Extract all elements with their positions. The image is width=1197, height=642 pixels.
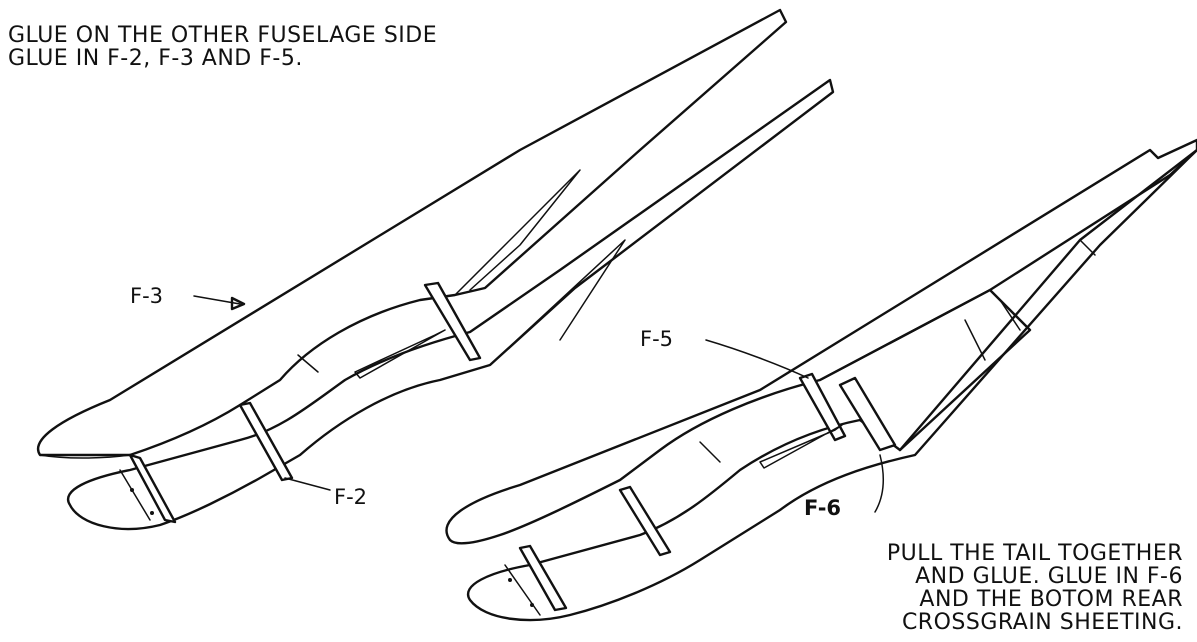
left-upper-side: [37, 8, 788, 457]
former-f2: [238, 401, 294, 482]
former-f5: [798, 372, 847, 442]
instruction-top-line-1: GLUE ON THE OTHER FUSELAGE SIDE: [8, 23, 438, 48]
instruction-bottom-line-4: CROSSGRAIN SHEETING.: [901, 610, 1183, 635]
right-fuselage-assembly: [445, 138, 1197, 622]
instruction-bottom-line-3: AND THE BOTOM REAR: [919, 587, 1183, 612]
label-f3: F-3: [130, 284, 164, 308]
instruction-bottom-line-1: PULL THE TAIL TOGETHER: [886, 541, 1183, 566]
right-upper-side: [445, 138, 1197, 545]
label-f5: F-5: [640, 327, 674, 351]
former-f3: [423, 281, 482, 362]
former-f6: [838, 376, 897, 452]
label-f2: F-2: [334, 485, 368, 509]
left-lower-side: [66, 78, 835, 531]
instruction-top-line-2: GLUE IN F-2, F-3 AND F-5.: [8, 46, 303, 71]
instruction-top: GLUE ON THE OTHER FUSELAGE SIDE GLUE IN …: [8, 24, 437, 70]
left-nose-former: [128, 453, 177, 524]
label-f6: F-6: [804, 496, 842, 520]
instruction-bottom: PULL THE TAIL TOGETHER AND GLUE. GLUE IN…: [887, 542, 1183, 634]
right-nose-former: [518, 544, 568, 612]
instruction-bottom-line-2: AND GLUE. GLUE IN F-6: [915, 564, 1183, 589]
left-fuselage-assembly: [37, 8, 835, 531]
